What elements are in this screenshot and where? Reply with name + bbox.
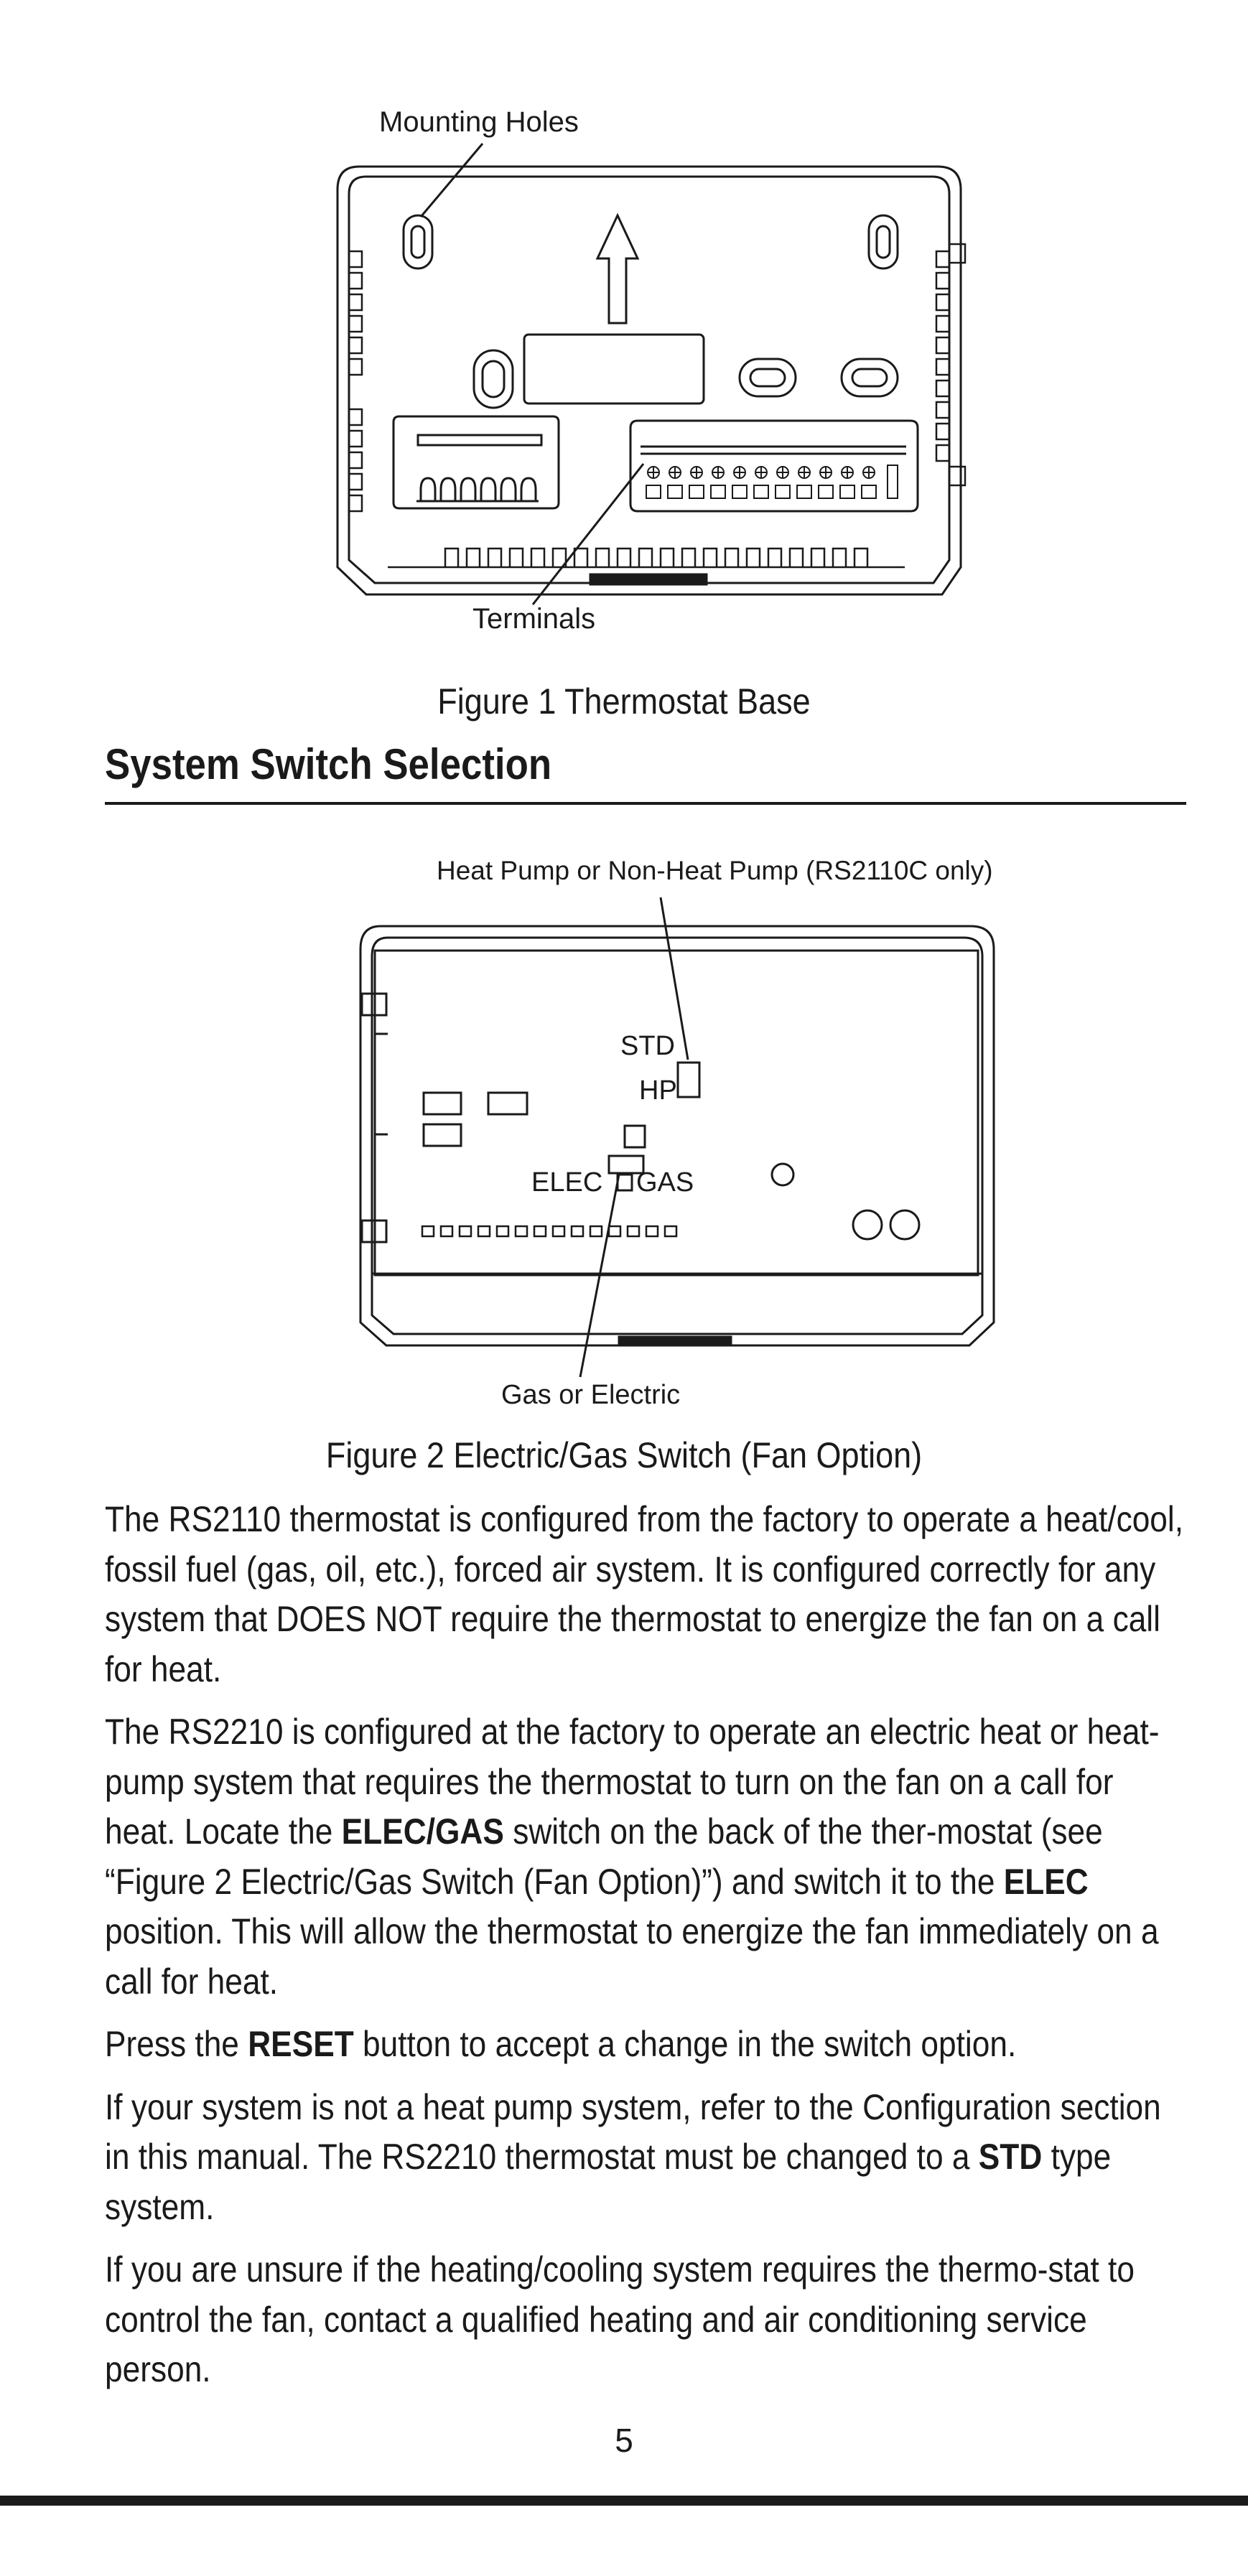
body-text: The RS2110 thermostat is configured from…	[105, 1495, 1186, 2408]
figure-2-caption: Figure 2 Electric/Gas Switch (Fan Option…	[325, 1435, 923, 1475]
bottom-rule	[0, 2496, 1248, 2506]
paragraph-configuration: If your system is not a heat pump system…	[105, 2086, 1161, 2227]
heading-rule	[105, 802, 1186, 805]
gas-label: GAS	[636, 1167, 694, 1198]
thermostat-base-diagram	[0, 0, 1248, 689]
paragraph-rs2210: The RS2210 is configured at the factory …	[105, 1712, 1160, 2002]
std-label: STD	[620, 1031, 675, 1061]
switch-board-diagram	[0, 0, 1248, 1436]
page-number: 5	[615, 2422, 633, 2459]
figure-1-caption: Figure 1 Thermostat Base	[437, 681, 811, 722]
section-heading: System Switch Selection	[105, 740, 552, 788]
mounting-holes-label: Mounting Holes	[379, 106, 579, 138]
gas-or-electric-label: Gas or Electric	[501, 1380, 681, 1410]
heat-pump-label: Heat Pump or Non-Heat Pump (RS2110C only…	[437, 856, 993, 885]
elec-label: ELEC	[531, 1167, 603, 1198]
terminals-label: Terminals	[472, 603, 596, 635]
hp-label: HP	[639, 1075, 677, 1106]
paragraph-rs2110: The RS2110 thermostat is configured from…	[105, 1499, 1184, 1689]
paragraph-reset: Press the RESET button to accept a chang…	[105, 2024, 1017, 2064]
paragraph-unsure: If you are unsure if the heating/cooling…	[105, 2249, 1135, 2389]
